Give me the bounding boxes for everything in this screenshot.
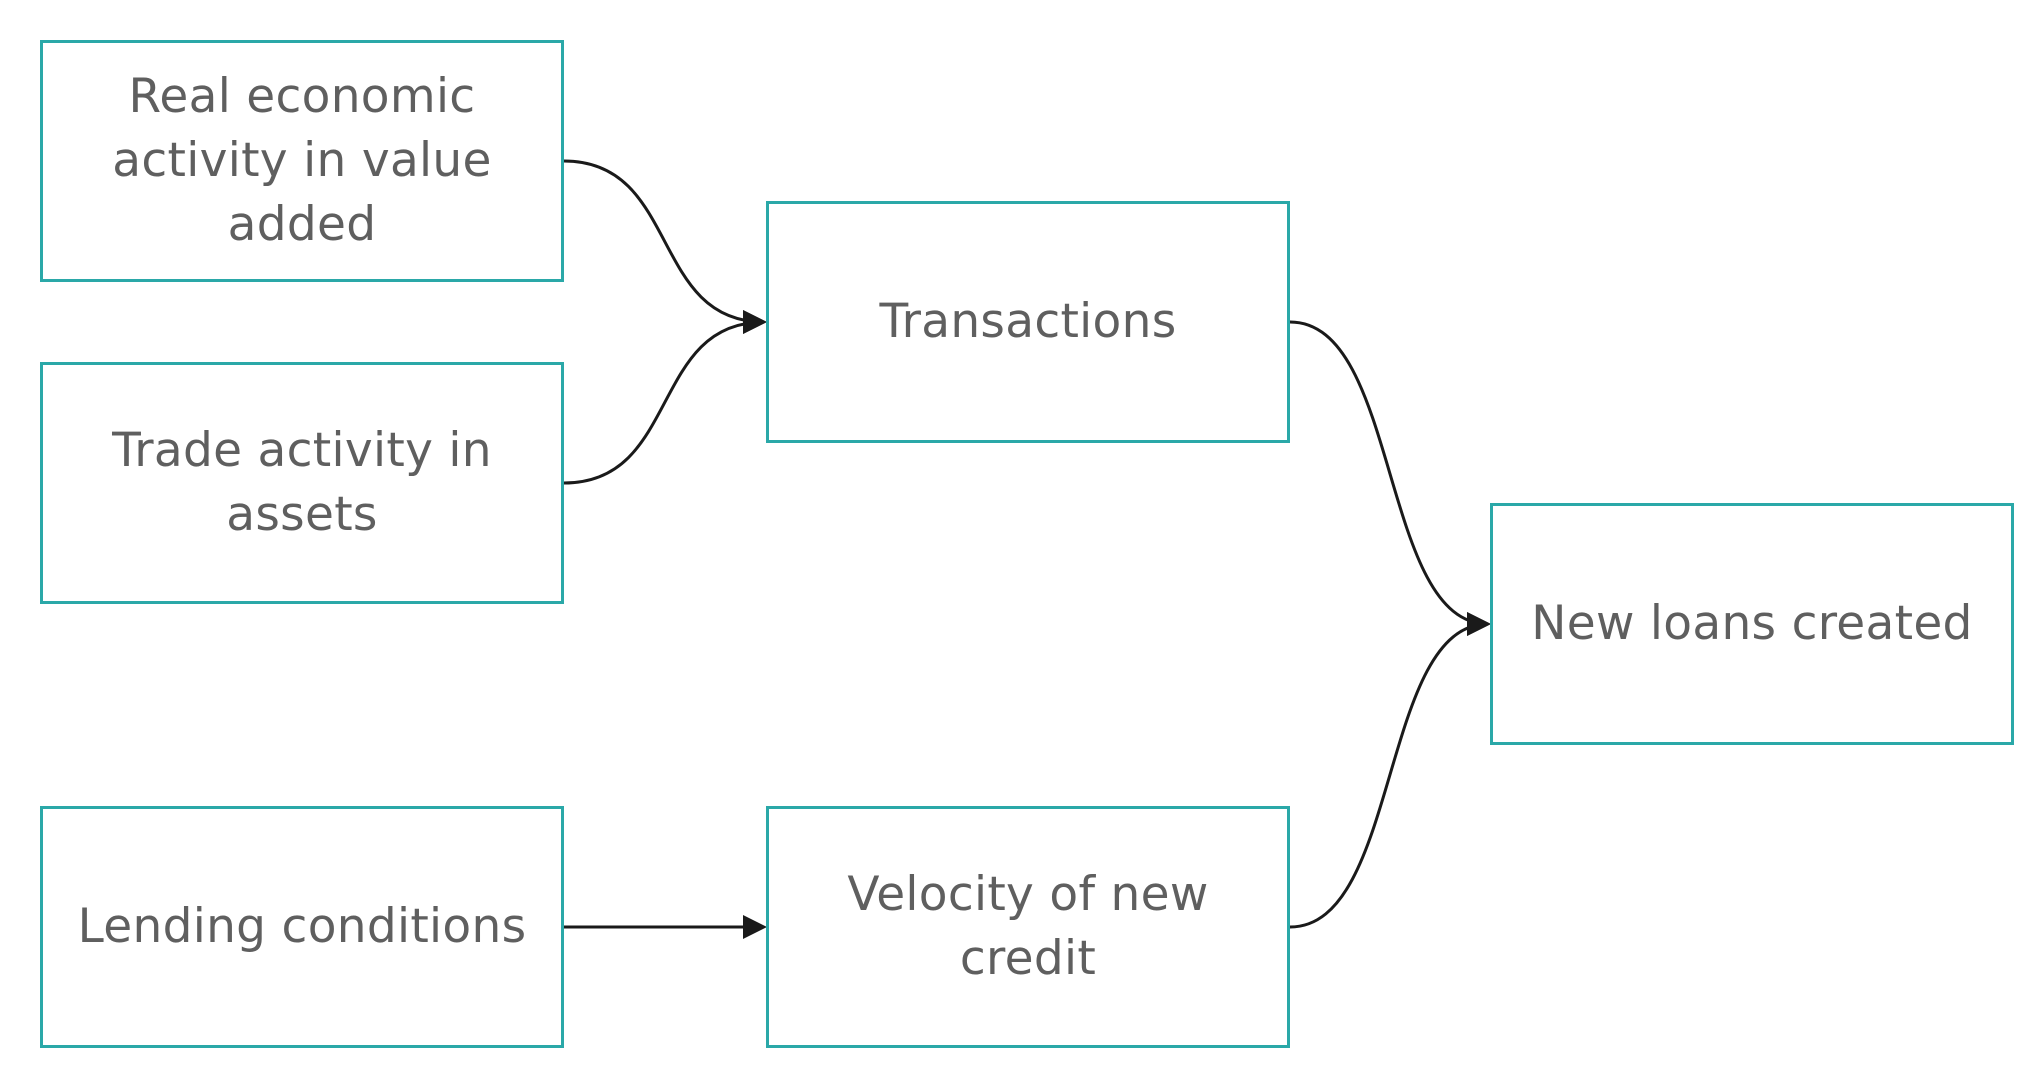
node-label: New loans created <box>1531 596 1973 651</box>
node-label: Transactions <box>879 294 1177 349</box>
node-lending-conditions: Lending conditions <box>40 806 564 1048</box>
node-transactions: Transactions <box>766 201 1290 443</box>
node-real-economic-activity: Real economic activity in value added <box>40 40 564 282</box>
edge-real-activity-to-transactions <box>563 159 767 334</box>
node-velocity-of-new-credit: Velocity of new credit <box>766 806 1290 1048</box>
node-label: Velocity of new credit <box>847 867 1209 986</box>
edge-velocity-to-new-loans <box>1289 612 1491 929</box>
edge-trade-activity-to-transactions <box>563 310 767 485</box>
node-trade-activity: Trade activity in assets <box>40 362 564 604</box>
node-new-loans-created: New loans created <box>1490 503 2014 745</box>
edge-transactions-to-new-loans <box>1289 320 1491 636</box>
node-label: Trade activity in assets <box>112 423 492 542</box>
node-label: Lending conditions <box>77 899 527 954</box>
node-label: Real economic activity in value added <box>112 69 492 252</box>
